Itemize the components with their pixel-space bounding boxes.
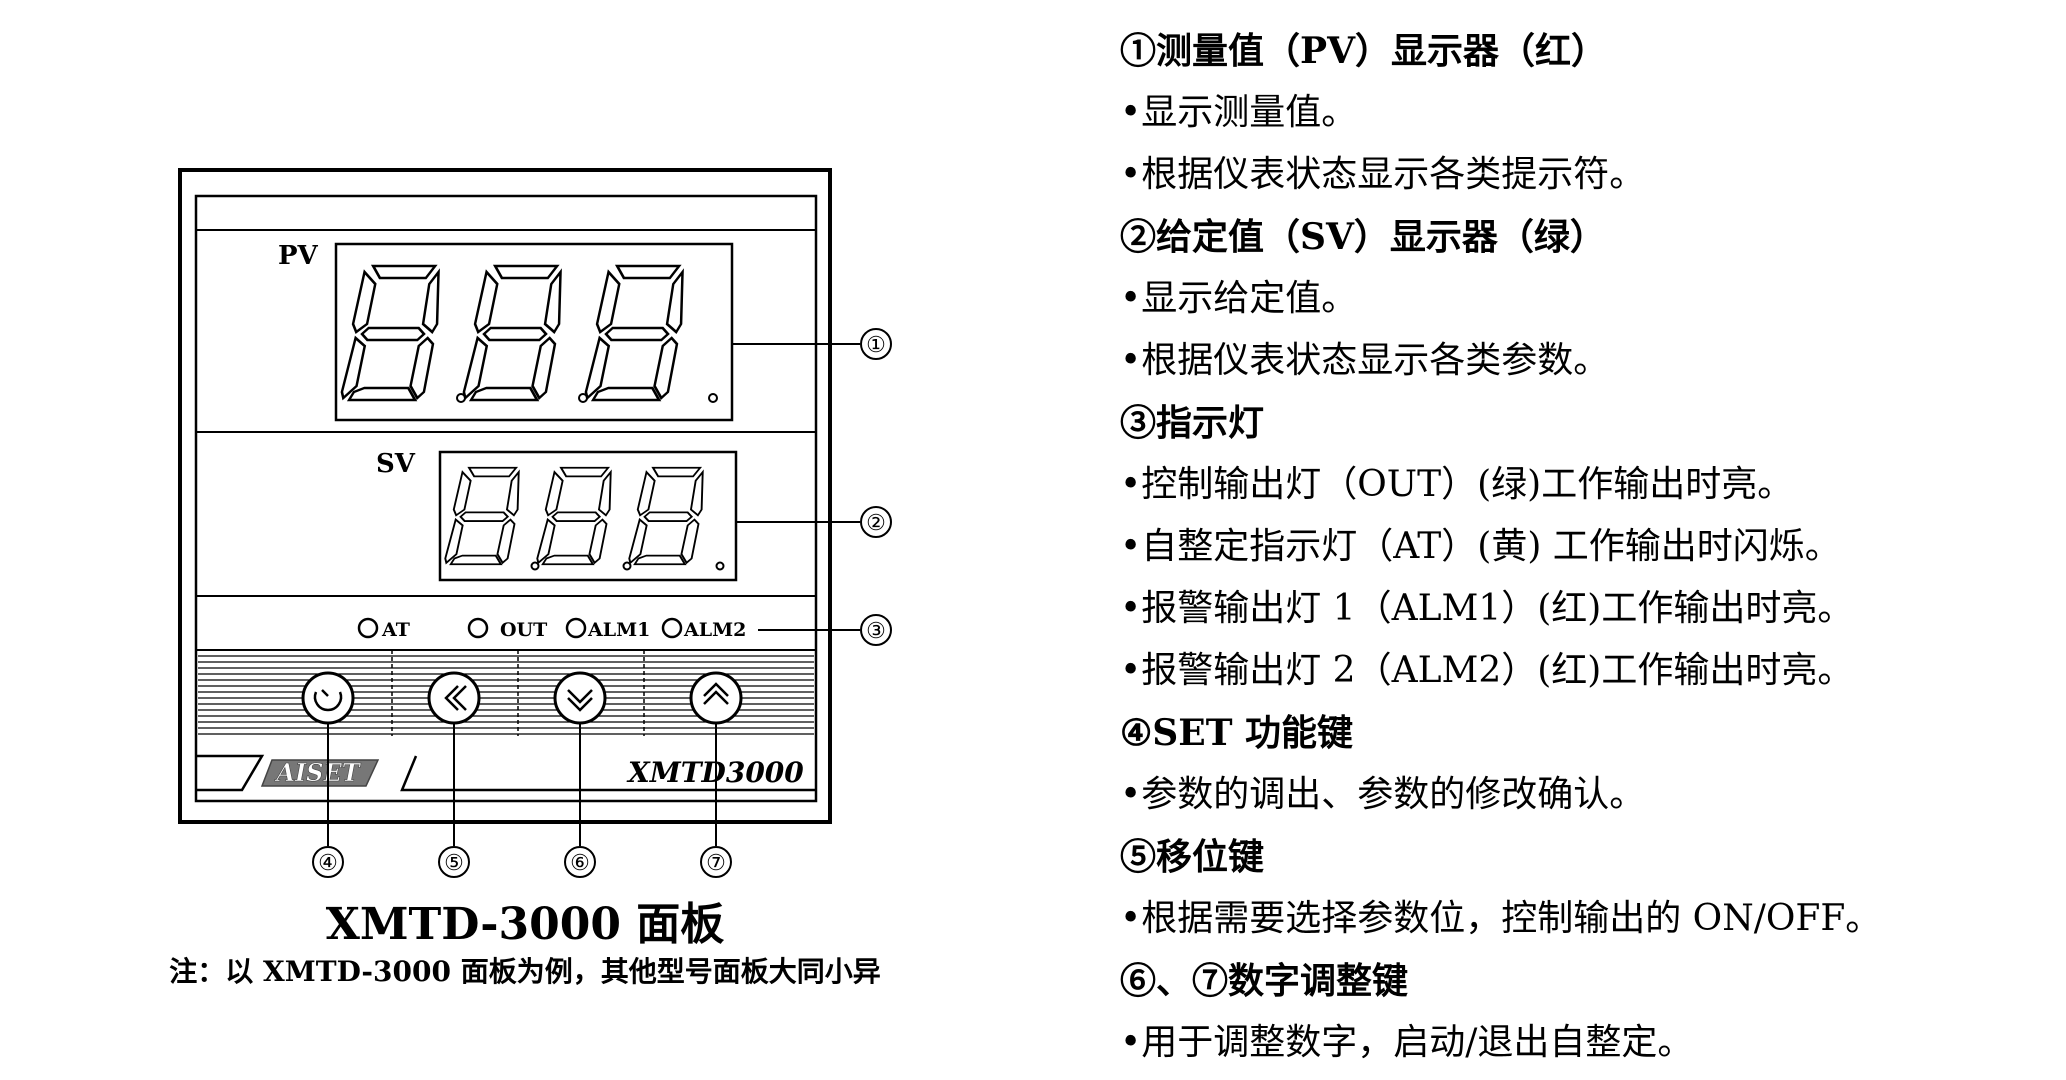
description-bullet: •自整定指示灯（AT）(黄) 工作输出时闪烁。 — [1120, 516, 2050, 578]
callout-1: ① — [866, 333, 886, 358]
callout-6: ⑥ — [570, 851, 590, 876]
out-indicator-light — [467, 617, 489, 639]
description-bullet: •报警输出灯 2（ALM2）(红)工作输出时亮。 — [1120, 640, 2050, 702]
panel-note: 注：以 XMTD-3000 面板为例，其他型号面板大同小异 — [169, 955, 881, 988]
aiset-logo: AISET — [260, 758, 380, 787]
bullet-dot: • — [1120, 340, 1142, 381]
description-text: ③指示灯 — [1120, 402, 1265, 444]
set-key-icon — [313, 691, 343, 712]
description-text: 参数的调出、参数的修改确认。 — [1141, 774, 1646, 815]
description-text: 控制输出灯（OUT）(绿)工作输出时亮。 — [1141, 464, 1794, 505]
bullet-dot: • — [1120, 278, 1142, 319]
shift-left-key[interactable] — [427, 671, 481, 725]
callout-7: ⑦ — [706, 851, 726, 876]
description-list: ①测量值（PV）显示器（红）•显示测量值。•根据仪表状态显示各类提示符。②给定值… — [1120, 20, 2050, 1074]
callout-4: ④ — [318, 851, 338, 876]
down-key-icon — [567, 689, 593, 712]
description-text: 报警输出灯 1（ALM1）(红)工作输出时亮。 — [1141, 588, 1854, 629]
description-text: 报警输出灯 2（ALM2）(红)工作输出时亮。 — [1141, 650, 1854, 691]
description-bullet: •报警输出灯 1（ALM1）(红)工作输出时亮。 — [1120, 578, 2050, 640]
bullet-dot: • — [1120, 154, 1142, 195]
bullet-dot: • — [1120, 898, 1142, 939]
description-text: 根据仪表状态显示各类参数。 — [1141, 340, 1610, 381]
bullet-dot: • — [1120, 92, 1142, 133]
svg-text:AISET: AISET — [274, 758, 361, 787]
description-text: 显示给定值。 — [1141, 278, 1358, 319]
panel-inner-frame — [194, 194, 818, 803]
bullet-dot: • — [1120, 1022, 1142, 1063]
description-text: 显示测量值。 — [1141, 92, 1358, 133]
pv-label: PV — [278, 241, 319, 271]
alm2-indicator-label: ALM2 — [683, 619, 746, 641]
description-heading: ①测量值（PV）显示器（红） — [1120, 20, 2050, 82]
description-heading: ②给定值（SV）显示器（绿） — [1120, 206, 2050, 268]
down-key[interactable] — [553, 671, 607, 725]
description-bullet: •控制输出灯（OUT）(绿)工作输出时亮。 — [1120, 454, 2050, 516]
alm2-indicator-light — [661, 617, 683, 639]
alm1-indicator-light — [565, 617, 587, 639]
description-text: 根据仪表状态显示各类提示符。 — [1141, 154, 1646, 195]
bullet-dot: • — [1120, 650, 1142, 691]
shift-left-key-icon — [444, 685, 467, 711]
description-bullet: •参数的调出、参数的修改确认。 — [1120, 764, 2050, 826]
description-text: 根据需要选择参数位，控制输出的 ON/OFF。 — [1141, 898, 1882, 939]
bullet-dot: • — [1120, 464, 1142, 505]
description-bullet: •根据仪表状态显示各类参数。 — [1120, 330, 2050, 392]
description-text: 用于调整数字，启动/退出自整定。 — [1141, 1022, 1694, 1063]
callout-2: ② — [866, 511, 886, 536]
controller-panel-diagram: PV ① SV ② AT OUT ALM1 ALM2 ③ — [178, 168, 892, 878]
bullet-dot: • — [1120, 774, 1142, 815]
description-bullet: •用于调整数字，启动/退出自整定。 — [1120, 1012, 2050, 1074]
description-text: ②给定值（SV）显示器（绿） — [1120, 216, 1606, 258]
description-text: ④SET 功能键 — [1120, 712, 1354, 754]
description-bullet: •根据需要选择参数位，控制输出的 ON/OFF。 — [1120, 888, 2050, 950]
set-key[interactable] — [301, 671, 355, 725]
callout-3: ③ — [866, 619, 886, 644]
out-indicator-label: OUT — [500, 619, 547, 641]
description-text: ①测量值（PV）显示器（红） — [1120, 30, 1608, 72]
at-indicator-light — [357, 617, 379, 639]
description-heading: ⑤移位键 — [1120, 826, 2050, 888]
bullet-dot: • — [1120, 526, 1142, 567]
sv-label: SV — [376, 449, 416, 479]
description-bullet: •显示给定值。 — [1120, 268, 2050, 330]
description-heading: ④SET 功能键 — [1120, 702, 2050, 764]
description-text: ⑥、⑦数字调整键 — [1120, 960, 1409, 1002]
description-bullet: •显示测量值。 — [1120, 82, 2050, 144]
callout-5: ⑤ — [444, 851, 464, 876]
panel-title: XMTD-3000 面板 — [325, 899, 725, 950]
description-text: ⑤移位键 — [1120, 836, 1265, 878]
up-key[interactable] — [689, 671, 743, 725]
up-key-icon — [703, 682, 729, 705]
description-heading: ③指示灯 — [1120, 392, 2050, 454]
description-bullet: •根据仪表状态显示各类提示符。 — [1120, 144, 2050, 206]
alm1-indicator-label: ALM1 — [587, 619, 650, 641]
description-heading: ⑥、⑦数字调整键 — [1120, 950, 2050, 1012]
sv-display — [438, 450, 738, 582]
bullet-dot: • — [1120, 588, 1142, 629]
description-text: 自整定指示灯（AT）(黄) 工作输出时闪烁。 — [1141, 526, 1841, 567]
at-indicator-label: AT — [381, 619, 410, 641]
